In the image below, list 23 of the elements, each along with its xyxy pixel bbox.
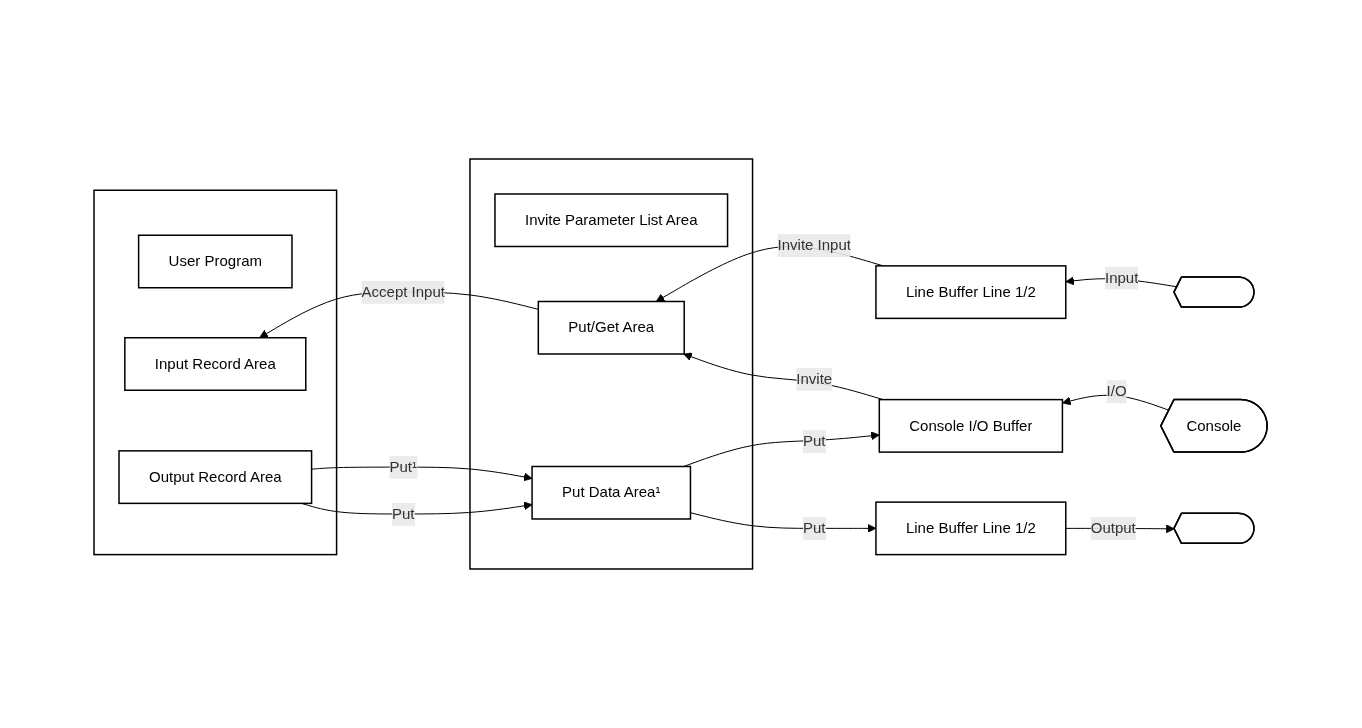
arrow: [690, 512, 877, 533]
node-box: Put Data Area¹: [531, 465, 692, 520]
edge-label: Output: [1091, 519, 1137, 537]
node-box: Invite Parameter List Area: [494, 193, 729, 248]
edge-label: Accept Input: [362, 282, 446, 300]
edge-label: Put: [803, 519, 826, 537]
node-box: Console I/O Buffer: [879, 398, 1064, 453]
node-box: Line Buffer Line 1/2: [875, 265, 1067, 320]
edge-label: I/O: [1107, 382, 1128, 400]
node-box: User Program: [138, 234, 294, 289]
edge-label: Put: [392, 504, 415, 522]
node-box: Output Record Area: [118, 450, 313, 505]
edge-label: Invite Input: [778, 236, 852, 253]
node-box: Put/Get Area: [538, 300, 686, 355]
node-box: Input Record Area: [124, 337, 307, 391]
node-box: Line Buffer Line 1/2: [875, 501, 1067, 556]
edge-label: Put: [803, 432, 826, 450]
cluster: [469, 158, 754, 570]
edge-label: Put¹: [389, 457, 418, 475]
arrow: [1062, 394, 1171, 411]
edge-label: Input: [1105, 268, 1139, 286]
edge-label: Invite: [796, 369, 833, 387]
cluster: [93, 189, 338, 556]
